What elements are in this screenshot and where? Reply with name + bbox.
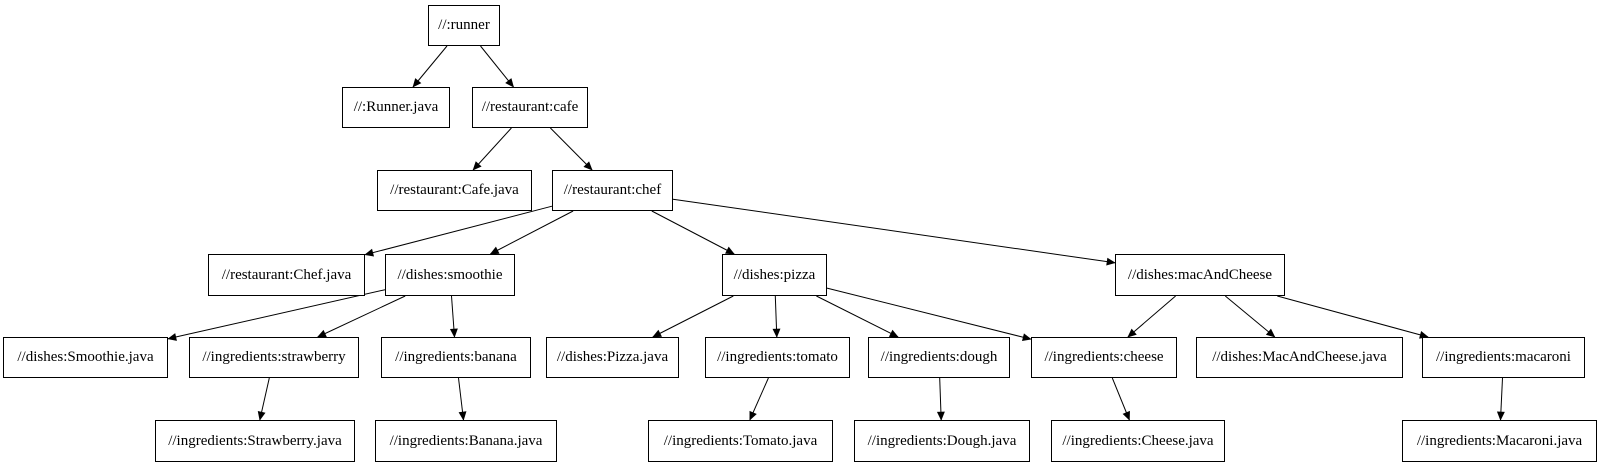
node-banana: //ingredients:banana [381,337,531,378]
edge-dough-to-dough-java [936,377,945,421]
edge-runner-to-runner-java [412,45,448,88]
node-cheese: //ingredients:cheese [1031,337,1177,378]
edge-macaroni-to-macaroni-java [1496,377,1505,421]
node-cafe: //restaurant:cafe [472,87,588,128]
edge-smoothie-to-strawberry [317,295,406,338]
node-chef: //restaurant:chef [552,170,673,211]
node-strawberry-java: //ingredients:Strawberry.java [155,420,355,462]
edge-group [167,45,1505,421]
edge-pizza-to-tomato [772,295,781,338]
edge-smoothie-to-smoothie-java [167,289,386,341]
edge-chef-to-pizza [651,210,735,255]
edge-chef-to-chef-java [364,205,553,257]
edge-pizza-to-pizza-java [652,295,734,338]
node-dough-java: //ingredients:Dough.java [854,420,1030,462]
node-pizza-java: //dishes:Pizza.java [546,337,679,378]
edge-macandcheese-to-macandcheese-java [1224,295,1276,338]
node-smoothie-java: //dishes:Smoothie.java [3,337,168,378]
node-chef-java: //restaurant:Chef.java [208,254,365,296]
edge-banana-to-banana-java [458,377,467,421]
node-cheese-java: //ingredients:Cheese.java [1051,420,1225,462]
node-macandcheese-java: //dishes:MacAndCheese.java [1196,337,1403,378]
node-smoothie: //dishes:smoothie [385,254,515,296]
edge-runner-to-cafe [480,45,514,88]
node-macaroni-java: //ingredients:Macaroni.java [1402,420,1597,462]
edge-cheese-to-cheese-java [1111,377,1130,421]
node-banana-java: //ingredients:Banana.java [375,420,557,462]
edge-cafe-to-chef [550,127,593,171]
node-runner: //:runner [428,5,500,46]
edge-cafe-to-cafe-java [472,127,512,171]
node-dough: //ingredients:dough [868,337,1010,378]
edge-chef-to-macandcheese [672,198,1116,266]
edge-tomato-to-tomato-java [749,377,769,421]
edge-smoothie-to-banana [449,295,458,338]
node-pizza: //dishes:pizza [722,254,827,296]
node-runner-java: //:Runner.java [342,87,450,128]
node-macaroni: //ingredients:macaroni [1422,337,1585,378]
edge-strawberry-to-strawberry-java [257,377,270,421]
edge-macandcheese-to-macaroni [1277,295,1429,339]
edge-chef-to-smoothie [489,210,574,255]
edge-macandcheese-to-cheese [1127,295,1176,338]
node-tomato-java: //ingredients:Tomato.java [648,420,833,462]
node-strawberry: //ingredients:strawberry [189,337,359,378]
edge-pizza-to-cheese [826,287,1032,342]
edge-pizza-to-dough [816,295,899,338]
node-tomato: //ingredients:tomato [705,337,850,378]
node-cafe-java: //restaurant:Cafe.java [377,170,532,211]
node-macandcheese: //dishes:macAndCheese [1115,254,1285,296]
